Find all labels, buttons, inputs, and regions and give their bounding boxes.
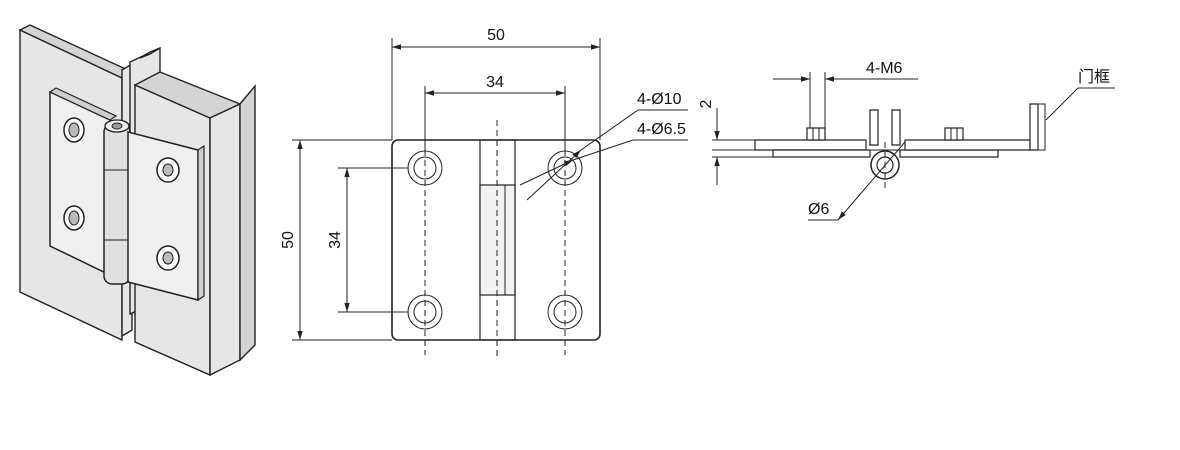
- counterbore-tr: [547, 150, 583, 186]
- nut-right: [944, 127, 964, 141]
- hole-tl: [413, 156, 437, 180]
- dim-hole-spacing-y: 34: [327, 231, 344, 249]
- front-view: 50 34 50 34 4-Ø10 4-Ø6.5: [280, 27, 688, 360]
- label-frame: 门框: [1078, 68, 1110, 86]
- label-thread: 4-M6: [866, 60, 903, 77]
- frame-plate-section: [904, 139, 1031, 151]
- dim-hole-spacing-x: 34: [486, 74, 504, 91]
- counterbore-br: [547, 294, 583, 330]
- dim-overall-width: 50: [487, 27, 505, 44]
- door-plate: [754, 139, 867, 151]
- hinge-knuckle: [103, 123, 131, 285]
- dim-overall-height: 50: [280, 231, 297, 249]
- hinge-leaf-right: [127, 131, 199, 301]
- nut-left: [806, 127, 826, 141]
- hinge-leaf-right-section: [899, 149, 999, 158]
- hinge-pin-top: [111, 122, 123, 130]
- isometric-view: [18, 24, 256, 377]
- label-hole-dia: 4-Ø6.5: [637, 121, 686, 138]
- label-pin-dia: Ø6: [808, 201, 829, 218]
- hole-br: [553, 300, 577, 324]
- dim-thickness: 2: [698, 99, 715, 108]
- hole-tr: [553, 156, 577, 180]
- side-view: 4-M6 Ø6 2 门框: [698, 60, 1115, 221]
- frame-upright: [1029, 103, 1039, 151]
- hole-bl: [413, 300, 437, 324]
- label-counterbore-dia: 4-Ø10: [637, 91, 682, 108]
- frame-flange-right: [209, 102, 241, 377]
- hinge-leaf-left-section: [772, 149, 871, 158]
